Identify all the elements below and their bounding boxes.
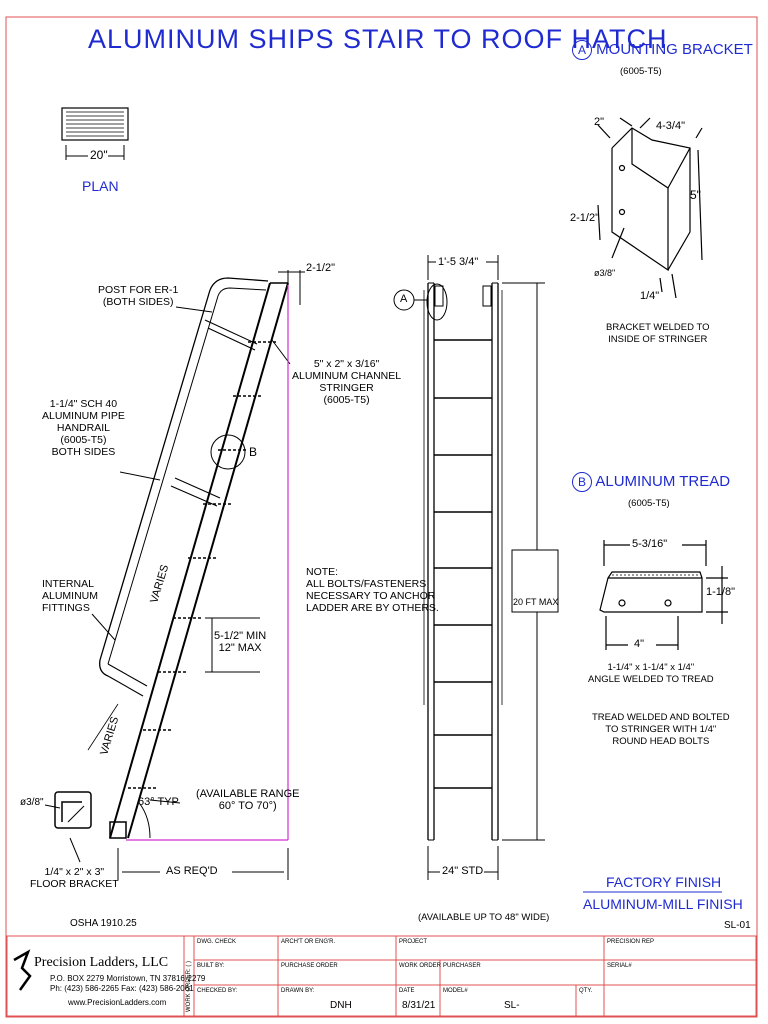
sheet-border bbox=[5, 16, 758, 1018]
channel-stringer-label: 5" x 2" x 3/16" ALUMINUM CHANNEL STRINGE… bbox=[292, 358, 402, 406]
tread-width-dim: 5-3/16" bbox=[632, 538, 668, 550]
tread-bolt-spacing-dim: 4" bbox=[634, 638, 645, 650]
company-address: P.O. BOX 2279 Morristown, TN 37816-2279 bbox=[50, 974, 206, 983]
bracket-dim-2: 2" bbox=[594, 116, 605, 128]
tread-title: B ALUMINUM TREAD bbox=[572, 472, 730, 492]
angle-label: 63° TYP bbox=[138, 796, 179, 808]
front-width-top-dim: 1'-5 3/4" bbox=[438, 256, 479, 268]
project-label: PROJECT bbox=[399, 939, 428, 945]
callout-b-letter: B bbox=[249, 445, 258, 459]
handrail-label: 1-1/4" SCH 40 ALUMINUM PIPE HANDRAIL (60… bbox=[42, 398, 125, 458]
mounting-bracket-detail bbox=[597, 117, 703, 299]
purchaser-label: PURCHASER bbox=[443, 963, 481, 969]
work-order-vertical: WORK ORDER: ( ) bbox=[186, 961, 192, 1012]
callout-a-letter: A bbox=[400, 293, 408, 305]
drawing-title: ALUMINUM SHIPS STAIR TO ROOF HATCH bbox=[88, 24, 668, 54]
work-order-label: WORK ORDER bbox=[399, 963, 441, 969]
fittings-label: INTERNAL ALUMINUM FITTINGS bbox=[42, 578, 99, 614]
anchor-note: NOTE: ALL BOLTS/FASTENERS NECESSARY TO A… bbox=[306, 566, 439, 614]
tread-height-dim: 1-1/8" bbox=[706, 586, 735, 598]
tread-detail bbox=[599, 540, 728, 650]
max-height-label: 20 FT MAX bbox=[513, 597, 559, 607]
date-label: DATE bbox=[399, 988, 415, 994]
title-block bbox=[6, 935, 757, 1017]
plan-width-dim: 20" bbox=[90, 148, 108, 162]
qty-label: QTY. bbox=[579, 988, 593, 994]
model-value: SL- bbox=[504, 1000, 520, 1011]
finish-line-1: FACTORY FINISH bbox=[606, 874, 722, 890]
architect-label: ARCH'T OR ENG'R. bbox=[281, 939, 336, 945]
front-width-std-dim: 24" STD bbox=[442, 865, 484, 877]
plan-label: PLAN bbox=[82, 178, 119, 194]
plan-view bbox=[61, 107, 129, 160]
drawn-by-value: DNH bbox=[330, 1000, 352, 1011]
model-label: MODEL# bbox=[443, 988, 468, 994]
tread-callout-letter: B bbox=[572, 472, 592, 492]
bracket-callout-letter: A bbox=[572, 40, 592, 60]
finish-line-2: ALUMINUM-MILL FINISH bbox=[583, 896, 743, 912]
company-website: www.PrecisionLadders.com bbox=[68, 998, 167, 1007]
range-label: (AVAILABLE RANGE 60° TO 70°) bbox=[196, 788, 300, 812]
side-view bbox=[44, 270, 305, 880]
tread-weld-note: TREAD WELDED AND BOLTED TO STRINGER WITH… bbox=[592, 712, 730, 747]
drawn-by-label: DRAWN BY: bbox=[281, 988, 315, 994]
bracket-title: A MOUNTING BRACKET bbox=[572, 40, 753, 60]
post-label: POST FOR ER-1 (BOTH SIDES) bbox=[98, 284, 179, 308]
floor-bracket-label: 1/4" x 2" x 3" FLOOR BRACKET bbox=[30, 866, 119, 890]
company-name: Precision Ladders, LLC bbox=[34, 955, 169, 970]
bracket-dim-4-3-4: 4-3/4" bbox=[656, 120, 685, 132]
available-width-note: (AVAILABLE UP TO 48" WIDE) bbox=[418, 912, 550, 923]
tread-angle-note: 1-1/4" x 1-1/4" x 1/4" ANGLE WELDED TO T… bbox=[588, 662, 714, 685]
precision-rep-label: PRECISION REP bbox=[607, 939, 655, 945]
tread-title-text: ALUMINUM TREAD bbox=[595, 473, 731, 490]
bracket-dim-2-1-2: 2-1/2" bbox=[570, 212, 599, 224]
company-logo-mark bbox=[13, 949, 32, 991]
purchase-order-label: PURCHASE ORDER bbox=[281, 963, 338, 969]
bracket-hole-dim: ø3/8" bbox=[594, 268, 616, 278]
company-phone: Ph: (423) 586-2265 Fax: (423) 586-2061 bbox=[50, 984, 194, 993]
bracket-dim-5: 5" bbox=[690, 188, 701, 202]
date-value: 8/31/21 bbox=[402, 1000, 436, 1011]
serial-label: SERIAL# bbox=[607, 963, 632, 969]
dwg-check-label: DWG. CHECK bbox=[197, 939, 236, 945]
bracket-alloy: (6005-T5) bbox=[620, 66, 662, 77]
top-offset-dim: 2-1/2" bbox=[306, 262, 335, 274]
bracket-title-text: MOUNTING BRACKET bbox=[596, 41, 753, 58]
tread-alloy: (6005-T5) bbox=[628, 498, 670, 509]
bracket-weld-note: BRACKET WELDED TO INSIDE OF STRINGER bbox=[606, 322, 710, 345]
bracket-thickness-dim: 1/4" bbox=[640, 290, 660, 302]
as-req-dim: AS REQ'D bbox=[166, 865, 218, 877]
front-view bbox=[393, 255, 559, 880]
built-by-label: BUILT BY: bbox=[197, 963, 225, 969]
floor-bolt-dim: ø3/8" bbox=[20, 797, 44, 808]
rise-dim: 5-1/2" MIN 12" MAX bbox=[214, 630, 267, 654]
sheet-number: SL-01 bbox=[724, 920, 751, 931]
osha-label: OSHA 1910.25 bbox=[70, 918, 137, 929]
checked-by-label: CHECKED BY: bbox=[197, 988, 238, 994]
